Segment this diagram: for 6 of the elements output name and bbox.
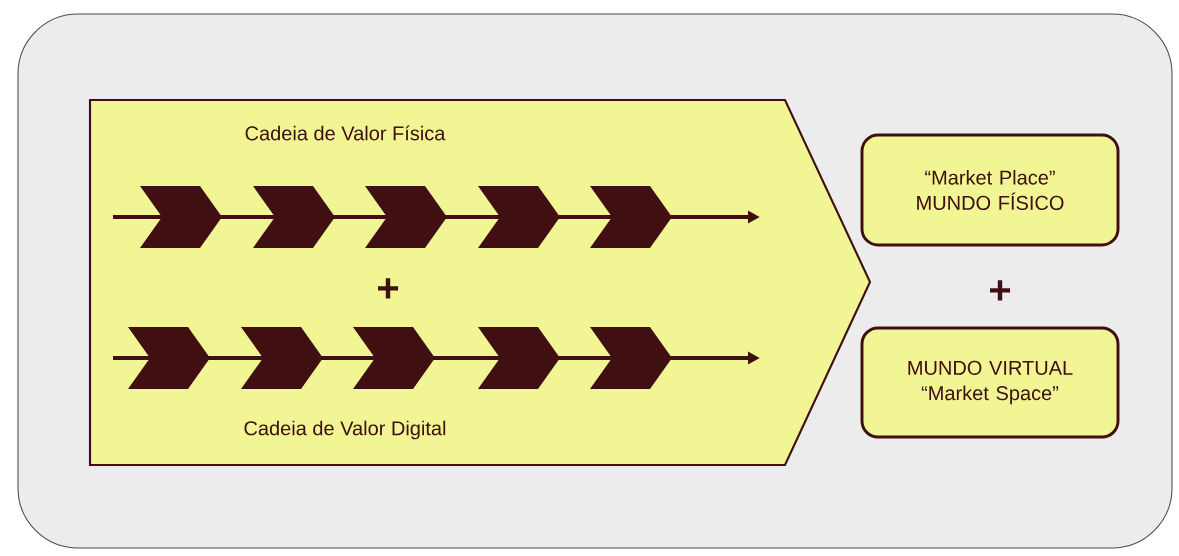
chain-label: Cadeia de Valor Física xyxy=(245,125,446,141)
rounded-box: MUNDO VIRTUAL “Market Space” xyxy=(860,326,1120,439)
plus-sign: + xyxy=(378,278,399,299)
plus-sign: + xyxy=(990,280,1011,301)
chain-label: Cadeia de Valor Digital xyxy=(244,420,446,440)
rounded-box: “Market Place” MUNDO FÍSICO xyxy=(860,133,1120,247)
